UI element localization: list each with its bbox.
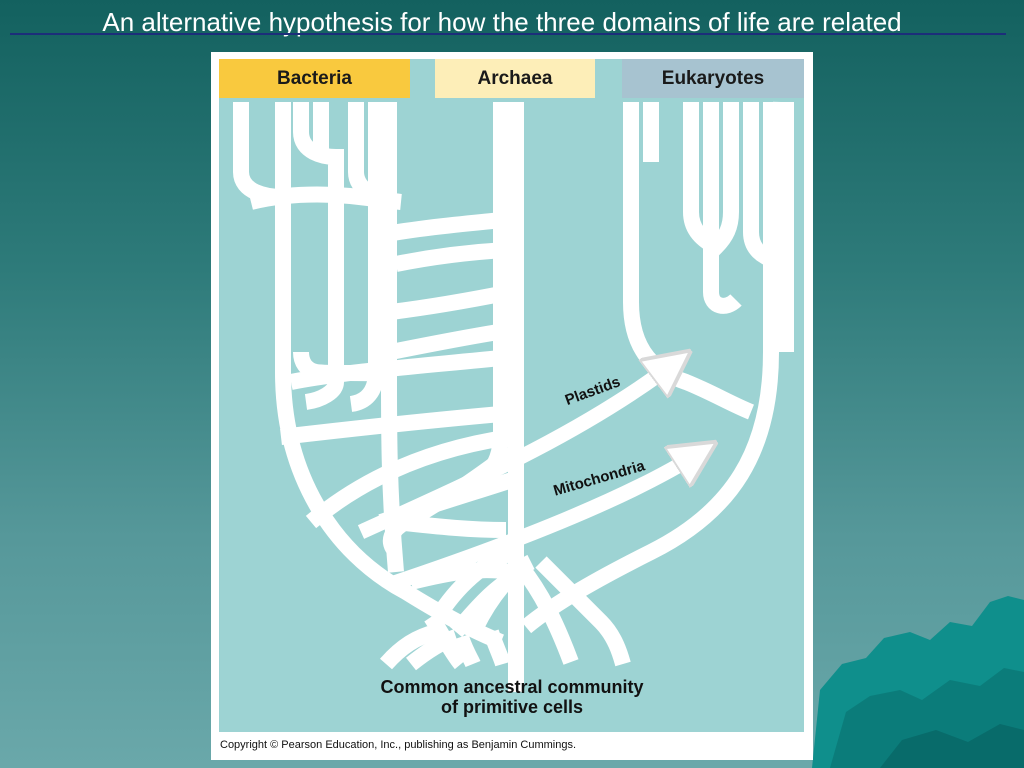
gene-transfer-band <box>289 349 512 390</box>
root-branch <box>483 629 511 667</box>
lower-branch <box>395 514 507 538</box>
gene-transfer-band <box>394 242 507 272</box>
root-branch <box>453 634 481 668</box>
eukaryote-outer-branch <box>520 102 779 634</box>
bacteria-branch <box>249 186 393 210</box>
domain-header-bacteria: Bacteria <box>219 59 410 98</box>
title-rule <box>10 33 1006 35</box>
root-branch <box>380 624 439 670</box>
phylogenetic-tree: Plastids Mitochondria <box>233 101 794 692</box>
root-branch <box>514 562 579 665</box>
eukaryote-branch <box>743 101 789 275</box>
common-ancestor-label-line2: of primitive cells <box>440 697 584 717</box>
root-branch <box>434 544 518 617</box>
tree-of-life-figure: Bacteria Archaea Eukaryotes <box>211 52 813 760</box>
archaea-branch <box>381 102 404 573</box>
common-ancestor-label: Common ancestral community of primitive … <box>211 677 813 717</box>
root-branch <box>406 629 459 671</box>
domain-header-eukaryotes: Eukaryotes <box>622 59 804 98</box>
plastids-arrow <box>357 362 676 539</box>
gene-transfer-band <box>390 284 513 320</box>
eukaryote-branch <box>703 102 742 314</box>
slide-title: An alternative hypothesis for how the th… <box>102 7 902 37</box>
gene-transfer-band <box>280 406 502 445</box>
bacteria-branch <box>293 102 344 410</box>
lower-branch <box>305 429 513 529</box>
common-ancestor-label-line1: Common ancestral community <box>380 677 644 697</box>
copyright-notice: Copyright © Pearson Education, Inc., pub… <box>220 739 577 751</box>
gene-transfer-band <box>389 322 513 360</box>
root-branch <box>535 556 631 667</box>
domain-header-archaea: Archaea <box>435 59 595 98</box>
mitochondria-arrow <box>388 452 701 592</box>
gene-transfer-band <box>384 212 504 242</box>
